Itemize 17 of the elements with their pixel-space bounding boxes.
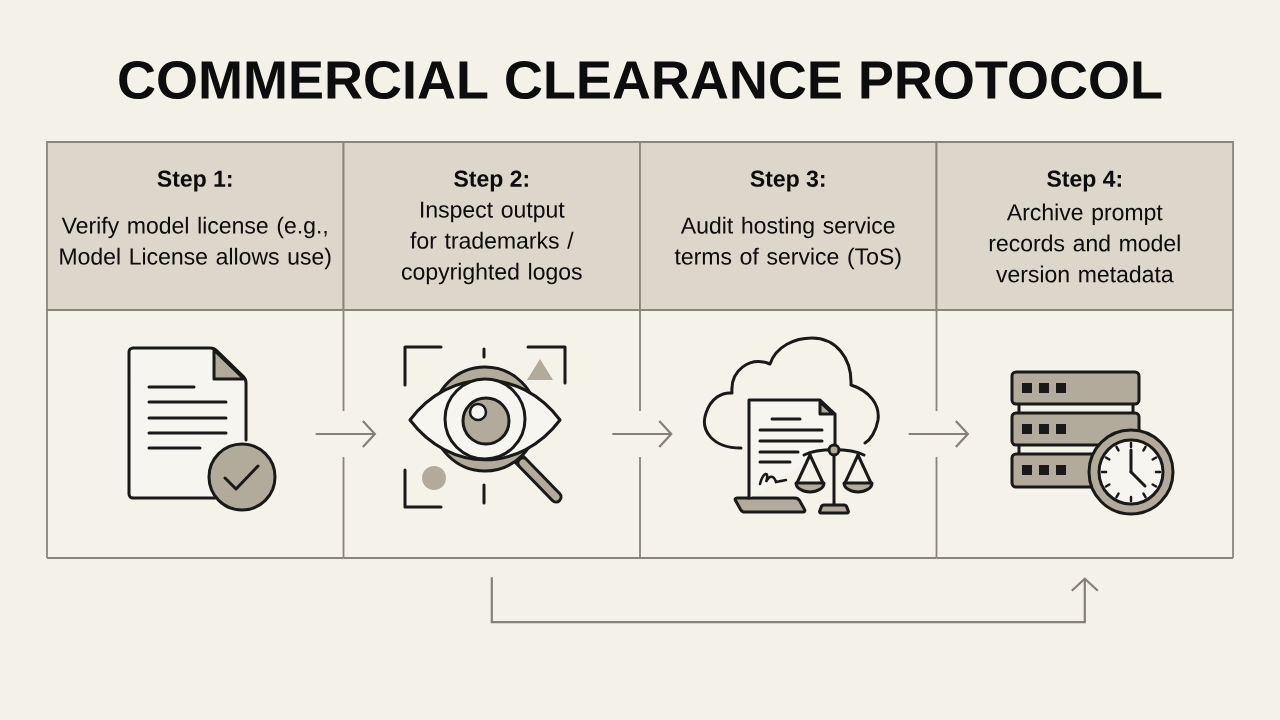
step-description: Inspect output for trademarks / copyrighted logos [402,201,582,285]
header-cell [46,141,345,311]
step-title: Step 3: [750,170,825,192]
step-description: Archive prompt records and model version metadata [989,203,1180,283]
step-description: Verify model license (e.g., Model License allows use) [60,216,331,270]
title: COMMERCIAL CLEARANCE PROTOCOL [119,60,1162,100]
step-title: Step 1: [157,170,232,192]
step-description: Audit hosting service terms of service (ToS) [674,216,901,270]
step-title: Step 2: [454,170,528,192]
header-cell [342,141,641,311]
arrow [612,420,673,448]
step-title: Step 4: [1047,170,1121,192]
header-cell [639,141,938,311]
header-cell [935,141,1234,311]
arrow [490,577,1099,624]
arrow [908,420,970,448]
arrow [315,420,377,448]
